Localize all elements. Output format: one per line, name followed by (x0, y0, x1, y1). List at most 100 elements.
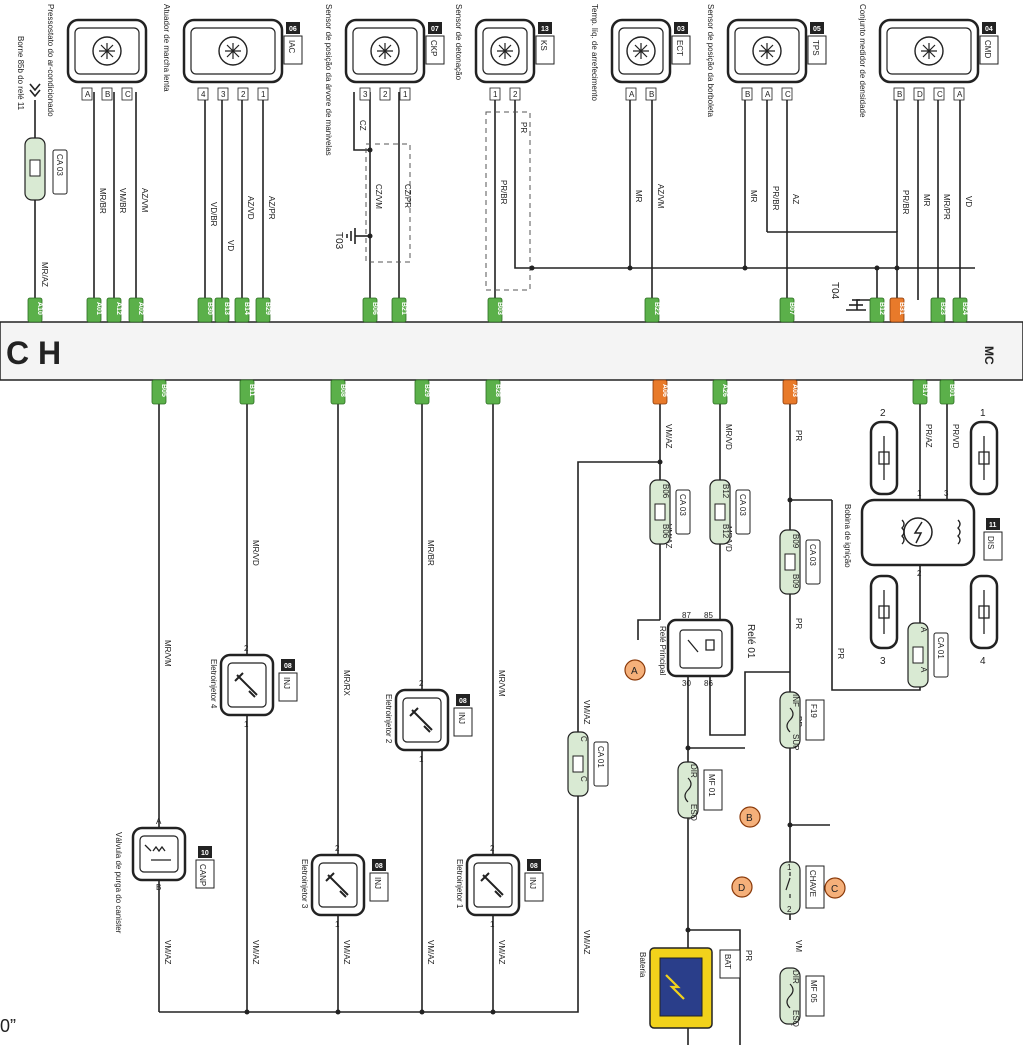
pin-A01: A01 (86, 297, 102, 323)
ignition-switch: 1 2 CHAVE (779, 861, 825, 915)
injector-tag: 08 (284, 663, 292, 670)
svg-text:1: 1 (787, 863, 792, 872)
component-pin: C (785, 90, 791, 99)
coil-winding-icon (901, 519, 905, 545)
wire-label: AZ/VD (246, 196, 255, 220)
component-pin: A (765, 90, 771, 99)
injector-name: INJ (282, 677, 291, 689)
wire-label: AZ/PR (267, 196, 276, 220)
component-name: KS (539, 40, 548, 51)
wire-label: MR/VD (251, 540, 260, 566)
svg-text:2: 2 (787, 905, 792, 914)
pin-A26: A26 (712, 379, 728, 405)
component-name: CKP (429, 40, 438, 56)
pin-B21: B21 (391, 297, 407, 323)
connector-pin: A (919, 667, 928, 673)
wire-label: VM/AZ (497, 940, 506, 965)
connector-pin: B06 (661, 524, 670, 539)
wire-label: MR/RX (342, 670, 351, 696)
reference-circle-c: C (824, 877, 846, 899)
pin-label: B22 (653, 302, 660, 315)
injector-desc: Eletroinjetor 4 (209, 659, 218, 709)
pin-B31: B31 (889, 297, 905, 323)
fuse-icon (786, 707, 794, 733)
wire-label: MR/VD (724, 424, 733, 450)
component-pin: 1 (403, 90, 408, 99)
component-tag: 07 (431, 26, 439, 33)
injector-tag: 08 (530, 863, 538, 870)
pin-B17: B17 (912, 379, 928, 405)
pin-label: A06 (661, 384, 668, 397)
wire-label: VM/AZ (251, 940, 260, 965)
pin-label: B07 (788, 302, 795, 315)
spark-plug-number: 1 (980, 408, 986, 419)
switch-icon (785, 872, 791, 898)
throttle-icon (752, 36, 782, 66)
svg-text:87: 87 (682, 611, 691, 620)
spark-plug-icon (878, 436, 890, 480)
motor-icon (218, 36, 248, 66)
canister-valve-icon (144, 844, 171, 861)
top-wires (34, 92, 975, 310)
pin-label: A03 (791, 384, 798, 397)
injector-desc: Eletroinjetor 2 (384, 694, 393, 744)
svg-text:85: 85 (704, 611, 713, 620)
svg-text:CANP: CANP (198, 864, 207, 886)
pin-B12: B12 (869, 297, 885, 323)
connector-pin: C (579, 776, 588, 782)
pin-B05: B05 (151, 379, 167, 405)
wire-label: PR (794, 430, 803, 441)
injector-pin: 2 (490, 844, 495, 853)
fuse-icon (684, 777, 692, 803)
ignition-coil: 11 DIS Bobina de ignição 3 1 2 (843, 489, 1003, 578)
ecu-label-right: MC (982, 346, 996, 365)
injector-desc: Eletroinjetor 3 (300, 859, 309, 909)
ecu-bar (0, 321, 1023, 381)
fuse-pin: DIR (791, 970, 800, 984)
pin-label: B06 (371, 302, 378, 315)
svg-text:Válvula de purga do canister: Válvula de purga do canister (114, 832, 123, 934)
spark-plug-4: 4 (969, 574, 999, 667)
svg-text:10: 10 (201, 850, 209, 857)
component-name: IAC (287, 40, 296, 54)
pin-B03: B03 (487, 297, 503, 323)
spark-plug-icon (978, 436, 990, 480)
connector-name: CA 03 (738, 494, 747, 516)
component-desc: Atuador de marcha lenta (162, 4, 171, 92)
injector-tag: 08 (375, 863, 383, 870)
injector-pin: 2 (419, 679, 424, 688)
wire-label: VD (226, 240, 235, 251)
component-pin: B (105, 90, 110, 99)
fuse-name: MF 05 (809, 980, 818, 1003)
wire-label: VM (794, 940, 803, 952)
pin-label: B03 (496, 302, 503, 315)
pin-A02: A02 (128, 297, 144, 323)
wire-label: PR (744, 950, 753, 961)
pin-label: B24 (961, 302, 968, 315)
connector-name: CA 01 (596, 746, 605, 768)
connector-ca03-top: CA 03 (24, 137, 68, 201)
component-pin: 3 (221, 90, 226, 99)
fuse-icon (786, 983, 794, 1009)
connector-pin: B09 (791, 574, 800, 589)
ecu-label-left: C H (6, 335, 61, 371)
pin-B24: B24 (952, 297, 968, 323)
pin-B11: B11 (239, 379, 255, 405)
fuse-pin: INF (791, 694, 800, 707)
wire-label: VM/AZ (163, 940, 172, 965)
component-pin: 2 (383, 90, 388, 99)
pin-A12: A12 (106, 297, 122, 323)
pin-label: A26 (721, 384, 728, 397)
component-name: ECT (675, 40, 684, 56)
wire-label: VM/AZ (664, 424, 673, 449)
fuse-name: F19 (809, 704, 818, 718)
wire-label: MR/AZ (40, 262, 49, 287)
